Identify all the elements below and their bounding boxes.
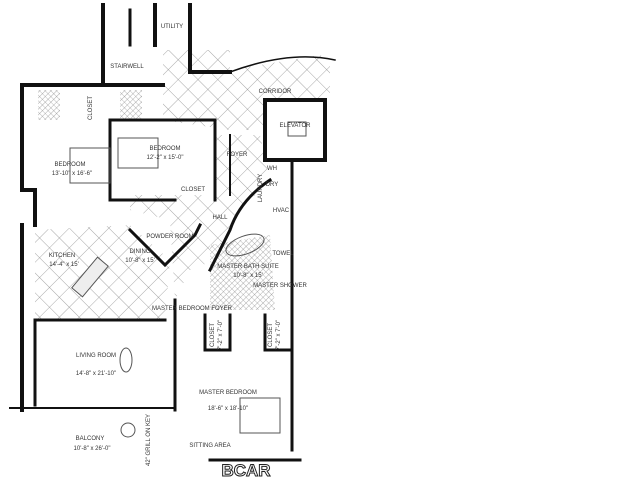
room-labels: STAIRWELL UTILITY CORRIDOR ELEVATOR BEDR… — [49, 24, 311, 466]
label-wh: WH — [267, 166, 277, 172]
label-dining: DINING — [130, 249, 151, 255]
label-dry: DRY — [266, 182, 279, 188]
label-closet3-size: 7'-2" x 7'-0" — [218, 320, 224, 350]
label-closet4-size: 7'-2" x 7'-0" — [276, 320, 282, 350]
label-corridor: CORRIDOR — [259, 89, 292, 95]
hall-floor — [130, 135, 270, 300]
label-balcony: BALCONY — [76, 436, 105, 442]
master-bed — [239, 397, 281, 434]
label-kitchen: KITCHEN — [49, 253, 75, 259]
label-utility: UTILITY — [161, 24, 183, 30]
label-master-foyer: MASTER BEDROOM FOYER — [152, 306, 233, 312]
label-bath-size: 10'-8" x 15' — [233, 273, 262, 279]
label-closet1: CLOSET — [88, 96, 94, 120]
bath1-floor — [38, 90, 60, 120]
label-foyer: FOYER — [227, 152, 248, 158]
bathtub — [225, 233, 265, 257]
label-elevator: ELEVATOR — [279, 123, 311, 129]
label-sitting: SITTING AREA — [189, 443, 230, 449]
label-living: LIVING ROOM — [76, 353, 116, 359]
label-towel: TOWEL — [272, 251, 294, 257]
furniture — [69, 121, 307, 438]
label-grill: 42" GRILL ON KEY — [146, 414, 152, 466]
label-living-size: 14'-8" x 21'-10" — [76, 371, 116, 377]
bedroom1-bed — [69, 147, 111, 184]
label-hall: HALL — [212, 215, 228, 221]
label-dining-size: 10'-8" x 15' — [125, 258, 154, 264]
walls — [9, 3, 336, 462]
kitchen-island — [71, 256, 109, 298]
label-master: MASTER BEDROOM — [199, 390, 257, 396]
label-kitchen-size: 14'-4" x 15' — [49, 262, 78, 268]
label-master-size: 18'-6" x 18'-10" — [208, 406, 248, 412]
label-bedroom1: BEDROOM — [54, 162, 85, 168]
label-powder: POWDER ROOM — [146, 234, 193, 240]
bath2-floor — [120, 90, 142, 120]
balcony-table — [120, 422, 136, 438]
label-shower: MASTER SHOWER — [253, 283, 307, 289]
label-bedroom1-size: 13'-10" x 16'-6" — [52, 171, 92, 177]
elevator-car — [287, 121, 307, 137]
label-laundry: LAUNDRY — [258, 174, 264, 203]
bedroom2-bed — [117, 137, 159, 169]
label-balcony-size: 10'-8" x 26'-0" — [74, 446, 111, 452]
watermark-logo: BCAR — [221, 461, 270, 480]
label-hvac: HVAC — [273, 208, 290, 214]
label-bedroom2: BEDROOM — [149, 146, 180, 152]
label-closet2: CLOSET — [181, 187, 205, 193]
label-closet4: CLOSET — [268, 323, 274, 347]
label-stairwell: STAIRWELL — [110, 64, 144, 70]
bath-floor — [210, 235, 275, 310]
coffee-table — [119, 347, 133, 373]
label-bedroom2-size: 12'-2" x 15'-0" — [147, 155, 184, 161]
label-closet3: CLOSET — [210, 323, 216, 347]
label-bath: MASTER BATH SUITE — [217, 264, 279, 270]
